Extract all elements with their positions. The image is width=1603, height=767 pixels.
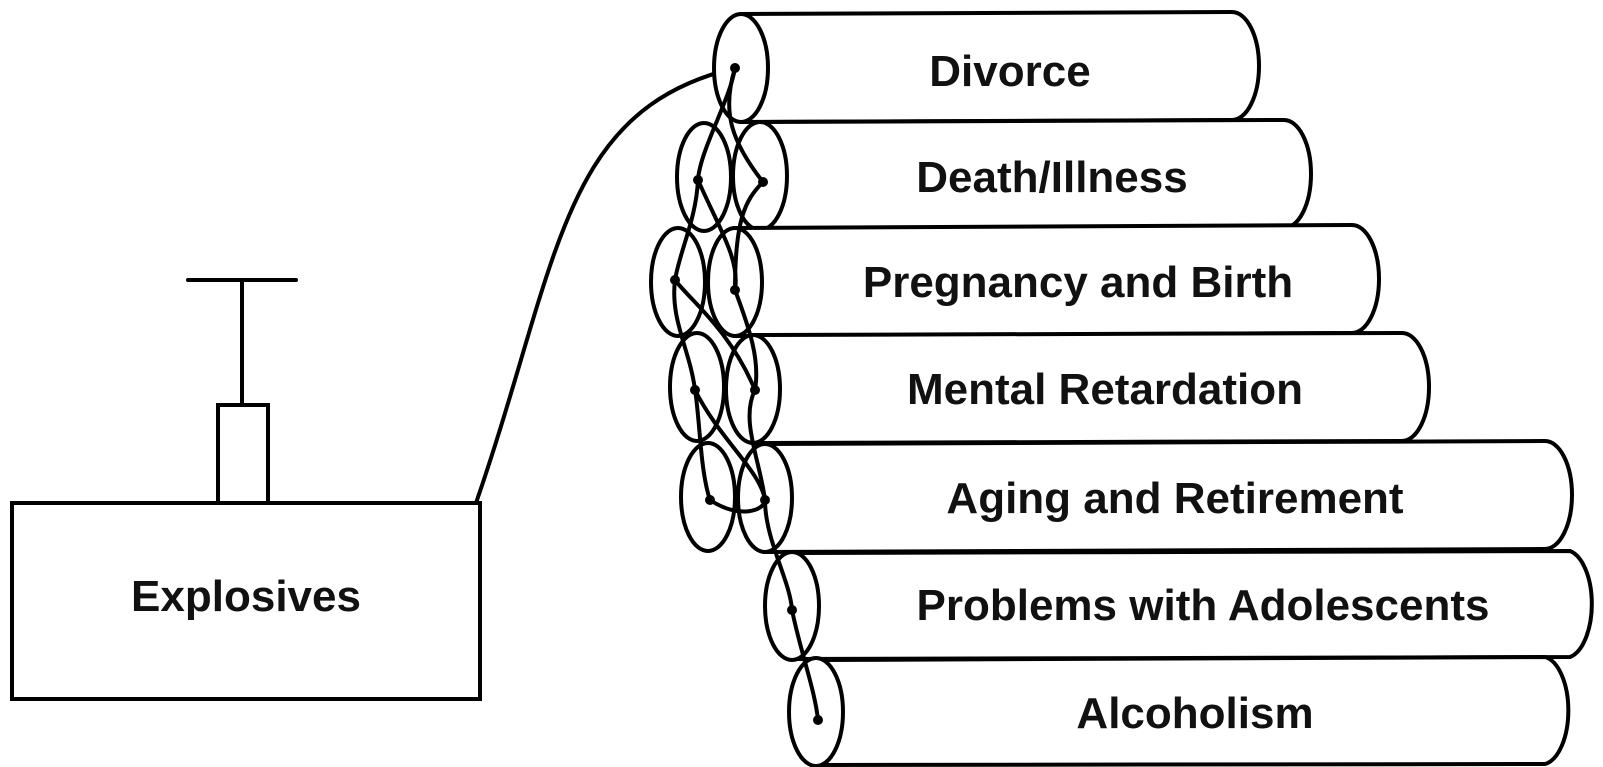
detonator-label: Explosives <box>131 572 361 621</box>
stick-label-alcoholism: Alcoholism <box>1076 689 1313 738</box>
stick-problems-adolescents: Problems with Adolescents <box>763 548 1594 662</box>
stick-label-divorce: Divorce <box>929 47 1090 96</box>
stick-death-illness: Death/Illness <box>731 117 1313 233</box>
stick-mental-retardation: Mental Retardation <box>724 330 1431 446</box>
stick-label-problems-adolescents: Problems with Adolescents <box>917 581 1490 630</box>
stick-label-pregnancy-birth: Pregnancy and Birth <box>863 258 1293 307</box>
detonator-wire <box>474 66 737 505</box>
fuse-connection-dots <box>670 63 823 725</box>
stick-label-death-illness: Death/Illness <box>916 153 1187 202</box>
detonator: Explosives <box>10 278 482 701</box>
stick-divorce: Divorce <box>712 9 1261 125</box>
stick-label-aging-retirement: Aging and Retirement <box>946 474 1403 523</box>
stick-label-mental-retardation: Mental Retardation <box>907 365 1303 414</box>
detonator-box <box>10 501 482 701</box>
stick-alcoholism: Alcoholism <box>787 654 1571 767</box>
plunger-housing <box>216 403 270 505</box>
stick-aging-retirement: Aging and Retirement <box>736 438 1574 555</box>
stick-pregnancy-birth: Pregnancy and Birth <box>706 222 1381 339</box>
